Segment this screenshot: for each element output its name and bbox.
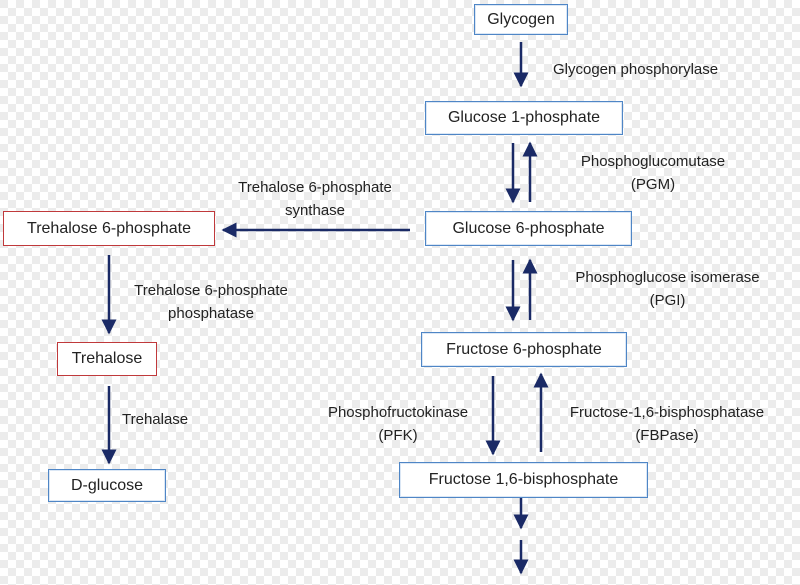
enzyme-fbpase-abbrev: (FBPase) <box>635 427 699 444</box>
enzyme-glycogen-phosphorylase: Glycogen phosphorylase <box>553 61 719 78</box>
enzyme-fructose-bisphosphatase: Fructose-1,6-bisphosphatase (FBPase) <box>543 401 791 447</box>
enzyme-trehalose-6-phosphate-synthase: Trehalose 6-phosphate synthase <box>212 176 418 222</box>
node-trehalose: Trehalose <box>57 342 157 376</box>
enzyme-trehalose-6-phosphate-phosphatase: Trehalose 6-phosphate phosphatase <box>108 279 314 325</box>
enzyme-t6pp-name: Trehalose 6-phosphate <box>134 282 288 299</box>
enzyme-fbpase-name: Fructose-1,6-bisphosphatase <box>569 404 765 421</box>
enzyme-pgm-name: Phosphoglucomutase <box>580 153 726 170</box>
node-glucose-6-phosphate: Glucose 6-phosphate <box>425 211 632 246</box>
enzyme-t6pp-suffix: phosphatase <box>168 305 254 322</box>
enzyme-pgi-name: Phosphoglucose isomerase <box>575 269 760 286</box>
node-fructose-6-phosphate: Fructose 6-phosphate <box>421 332 627 367</box>
node-d-glucose: D-glucose <box>48 469 166 502</box>
enzyme-phosphoglucose-isomerase: Phosphoglucose isomerase (PGI) <box>550 266 785 312</box>
enzyme-trehalase: Trehalase <box>122 411 189 428</box>
enzyme-phosphofructokinase: Phosphofructokinase (PFK) <box>307 401 489 447</box>
enzyme-pfk-abbrev: (PFK) <box>378 427 418 444</box>
enzyme-t6ps-suffix: synthase <box>284 202 346 219</box>
node-glucose-1-phosphate: Glucose 1-phosphate <box>425 101 623 135</box>
node-glycogen: Glycogen <box>474 4 568 35</box>
enzyme-pgm-abbrev: (PGM) <box>630 176 676 193</box>
enzyme-pfk-name: Phosphofructokinase <box>327 404 469 421</box>
enzyme-phosphoglucomutase: Phosphoglucomutase (PGM) <box>560 150 746 196</box>
node-trehalose-6-phosphate: Trehalose 6-phosphate <box>3 211 215 246</box>
node-fructose-1-6-bisphosphate: Fructose 1,6-bisphosphate <box>399 462 648 498</box>
enzyme-t6ps-name: Trehalose 6-phosphate <box>238 179 392 196</box>
enzyme-pgi-abbrev: (PGI) <box>649 292 686 309</box>
